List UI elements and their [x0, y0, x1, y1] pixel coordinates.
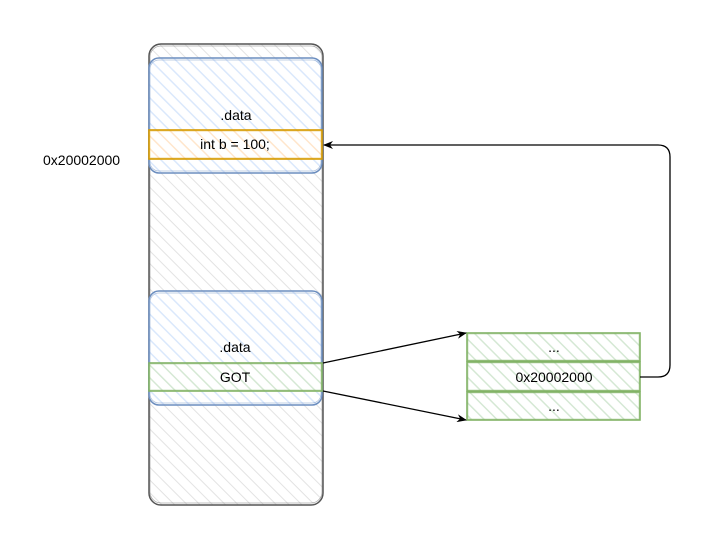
got-label: GOT	[220, 369, 251, 385]
variable-b-box: int b = 100;	[148, 129, 323, 160]
got-row-top: ...	[466, 332, 641, 362]
got-row-top-text: ...	[548, 339, 560, 355]
arrow-address-to-variable	[323, 141, 671, 378]
arrow-got-to-table-top	[322, 330, 467, 364]
got-row-address: 0x20002000	[466, 361, 641, 392]
lower-data-title: .data	[219, 339, 250, 355]
address-label: 0x20002000	[43, 152, 120, 168]
got-row-bottom: ...	[466, 391, 641, 421]
variable-b-label: int b = 100;	[200, 136, 270, 152]
arrow-got-to-table-bottom	[322, 390, 467, 423]
got-section-box: GOT	[148, 362, 323, 392]
got-row-address-text: 0x20002000	[515, 369, 592, 385]
got-table: ... 0x20002000 ...	[466, 332, 641, 421]
upper-data-title: .data	[220, 107, 251, 123]
got-row-bottom-text: ...	[548, 398, 560, 414]
